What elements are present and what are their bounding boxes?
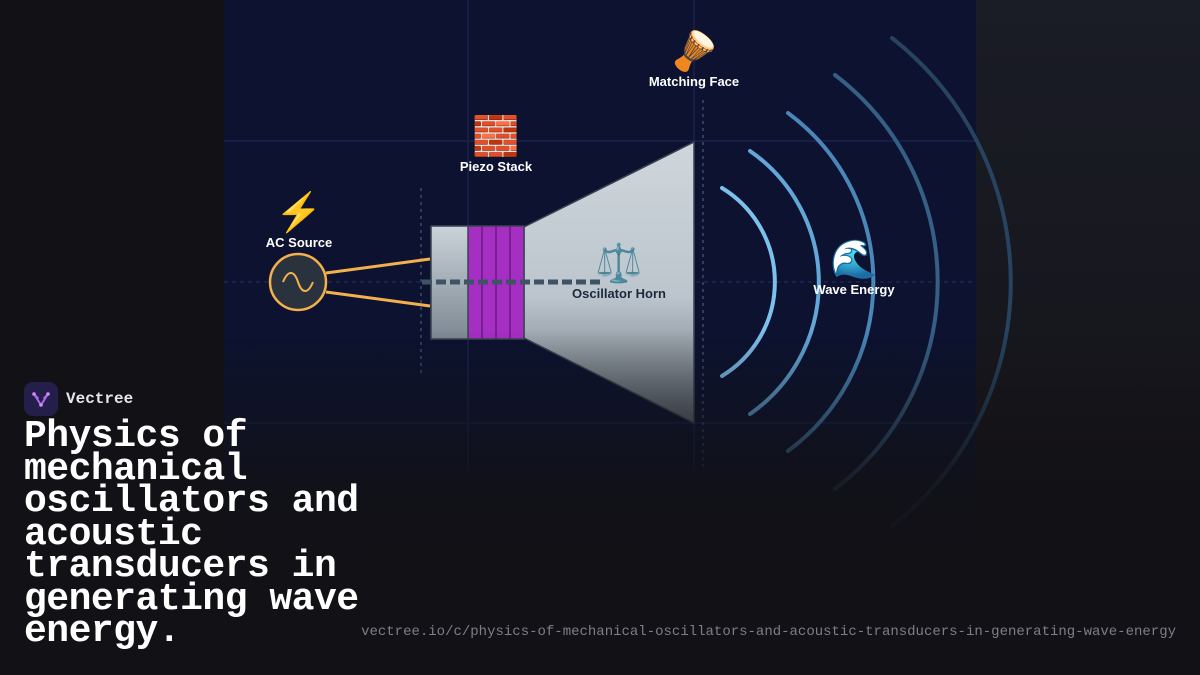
- vectree-logo-icon: [24, 382, 58, 416]
- wire-top: [325, 257, 431, 275]
- piezo-stack-label: 🧱 Piezo Stack: [459, 116, 533, 174]
- brick-icon: 🧱: [472, 116, 520, 158]
- brand: Vectree: [24, 382, 133, 416]
- drum-icon: 🪘: [670, 31, 718, 73]
- wave-energy-label: 🌊 Wave Energy: [813, 239, 895, 297]
- oscillator-horn-label: ⚖️ Oscillator Horn: [572, 243, 666, 301]
- wave-icon: 🌊: [830, 239, 878, 281]
- wire-bottom: [325, 290, 431, 308]
- matching-face-label: 🪘 Matching Face: [648, 31, 740, 89]
- brand-name: Vectree: [66, 390, 134, 408]
- ac-source: [268, 252, 328, 312]
- page-url: vectree.io/c/physics-of-mechanical-oscil…: [361, 624, 1176, 640]
- lightning-icon: ⚡: [275, 192, 323, 234]
- balance-scale-icon: ⚖️: [595, 243, 643, 285]
- page-title: Physics of mechanical oscillators and ac…: [24, 415, 359, 653]
- ac-source-label: ⚡ AC Source: [265, 192, 333, 250]
- bottom-fade: [0, 330, 1200, 675]
